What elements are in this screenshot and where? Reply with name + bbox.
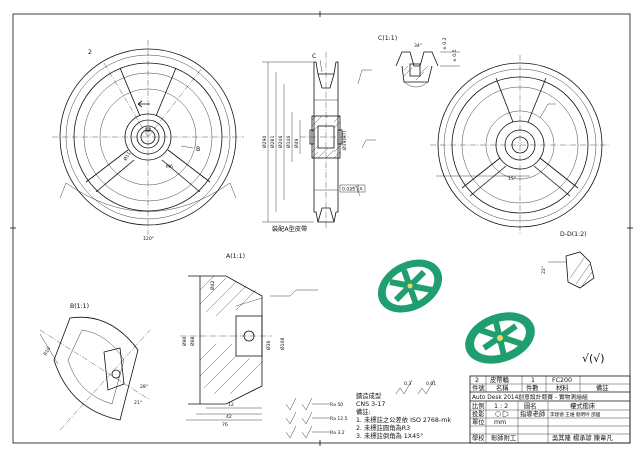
dim-d49: Ø49 — [293, 138, 300, 148]
note-standard: CNS 3-17 — [356, 401, 385, 408]
row1-qty: 1 — [531, 377, 535, 384]
scale-label: 比例 — [472, 401, 485, 410]
angle-120: 120° — [143, 236, 154, 242]
dim-d108: Ø108 — [279, 338, 286, 350]
scale-value: 1 : 2 — [494, 403, 508, 410]
dim-d146: Ø146 — [285, 136, 292, 148]
front-view-left: 2 B Ø11 M6 120° — [52, 40, 244, 242]
sheet-border — [12, 13, 631, 444]
d-angle: 22° — [541, 266, 547, 274]
notes-block: 鑄造成型 CNS 3-17 備註: 1. 未標註之公差依 ISO 2768-mk… — [356, 379, 451, 440]
c-tol-02: ± 0.2 — [442, 37, 448, 50]
isometric-wheel-top — [377, 259, 443, 313]
point-b-label: B — [196, 146, 200, 153]
tol-a: 0.3 — [404, 381, 411, 387]
dim-d290: Ø290 — [261, 136, 268, 148]
general-surface-symbol: √(√) — [582, 352, 605, 365]
school-label: 學校 — [472, 433, 485, 442]
svg-text:M6: M6 — [166, 164, 173, 170]
header-material: 材料 — [556, 383, 569, 392]
row1-name: 皮帶輪 — [490, 375, 510, 384]
section-view-middle: C Ø290 Ø281 Ø246 Ø1 — [261, 52, 376, 233]
drawing-name-label: 圖名 — [524, 401, 537, 410]
detail-a: A(1:1) 12 42 76 Ø90 Ø68 Ø36 Ø108 Ø42 — [180, 253, 318, 428]
dim-d246: Ø246 — [277, 136, 284, 148]
instructor-names: 李建德 王維 劉明吟 邵國 — [550, 411, 601, 418]
note-item-3: 3. 未標註倒角為 1X45° — [356, 431, 423, 440]
dim-d19: Ø19(H7) — [341, 130, 348, 150]
section-a-label: A(1:1) — [226, 253, 245, 260]
svg-text:21°: 21° — [134, 400, 142, 406]
member-names: 吳其隆 楊承諺 陳韋凡 — [552, 433, 613, 442]
back-angle-15: 15° — [508, 176, 516, 182]
dim-l42: 42 — [226, 414, 232, 420]
note-item-1: 1. 未標註之公差依 ISO 2768-mk — [356, 415, 451, 424]
surface-ra-3: Ra 3.2 — [330, 430, 345, 436]
school-name: 彰師附工 — [491, 433, 516, 442]
title-block: 2 皮帶輪 1 FC200 件號 名稱 件數 材料 備註 Auto Desk 2… — [469, 375, 631, 444]
flatness-ref: A — [360, 187, 364, 193]
note-item-2: 2. 未標註圓角為R3 — [356, 423, 410, 432]
dim-d281: Ø281 — [269, 136, 276, 148]
drawing-name: 樓式衝床 — [570, 401, 596, 410]
header-no: 件號 — [472, 383, 485, 392]
back-view-right: 15° — [430, 55, 610, 235]
c-tol-05: ± 0.5 — [452, 49, 458, 62]
assembly-caption: 裝配A型皮帶 — [272, 225, 307, 233]
detail-c: C(1:1) 34° ± 0.2 ± 0.5 — [378, 35, 460, 88]
note-casting: 鑄造成型 — [356, 391, 381, 400]
surface-ra-12: Ra 12.5 — [330, 416, 348, 422]
dim-d36: Ø36 — [265, 340, 272, 350]
row1-material: FC200 — [552, 377, 572, 384]
dim-l12: 12 — [228, 402, 234, 408]
point-c-label: C — [312, 53, 316, 60]
projection-label: 投影 — [472, 409, 485, 418]
header-name: 名稱 — [496, 383, 509, 392]
flatness-value: 0.025 — [342, 187, 355, 193]
c-angle-34: 34° — [414, 43, 422, 49]
dim-d68: Ø68 — [189, 336, 196, 346]
unit-label: 單位 — [472, 417, 485, 426]
view-label-2: 2 — [88, 49, 92, 56]
instructor-label: 指導老師 — [520, 409, 546, 418]
dim-l76: 76 — [222, 422, 228, 428]
header-qty: 件數 — [526, 383, 539, 392]
surface-ra-50: Ra 50 — [330, 402, 343, 408]
header-remark: 備註 — [596, 383, 609, 392]
section-d-label: D-D(1:2) — [560, 231, 587, 238]
surface-legend: Ra 50 Ra 12.5 Ra 3.2 — [285, 397, 348, 439]
svg-text:R10: R10 — [43, 346, 53, 357]
dim-d90: Ø90 — [181, 336, 188, 346]
svg-text:28°: 28° — [140, 384, 148, 390]
tol-b: 0.01 — [426, 381, 436, 387]
unit-value: mm — [494, 419, 506, 426]
isometric-wheel-bottom — [465, 312, 535, 364]
section-c-label: C(1:1) — [378, 35, 397, 42]
row1-no: 2 — [475, 377, 479, 384]
detail-d: D-D(1:2) 22° — [541, 231, 595, 289]
detail-b: B(1:1) R10 28° 21° — [39, 303, 151, 431]
project-title: Auto Desk 2014創意設計競賽 - 實物測繪組 — [472, 393, 588, 401]
note-remark-title: 備註: — [356, 407, 371, 416]
svg-text:Ø11: Ø11 — [122, 150, 133, 162]
dim-d42: Ø42 — [209, 280, 216, 290]
projection-symbol-icon — [495, 410, 509, 418]
section-b-label: B(1:1) — [70, 303, 89, 310]
